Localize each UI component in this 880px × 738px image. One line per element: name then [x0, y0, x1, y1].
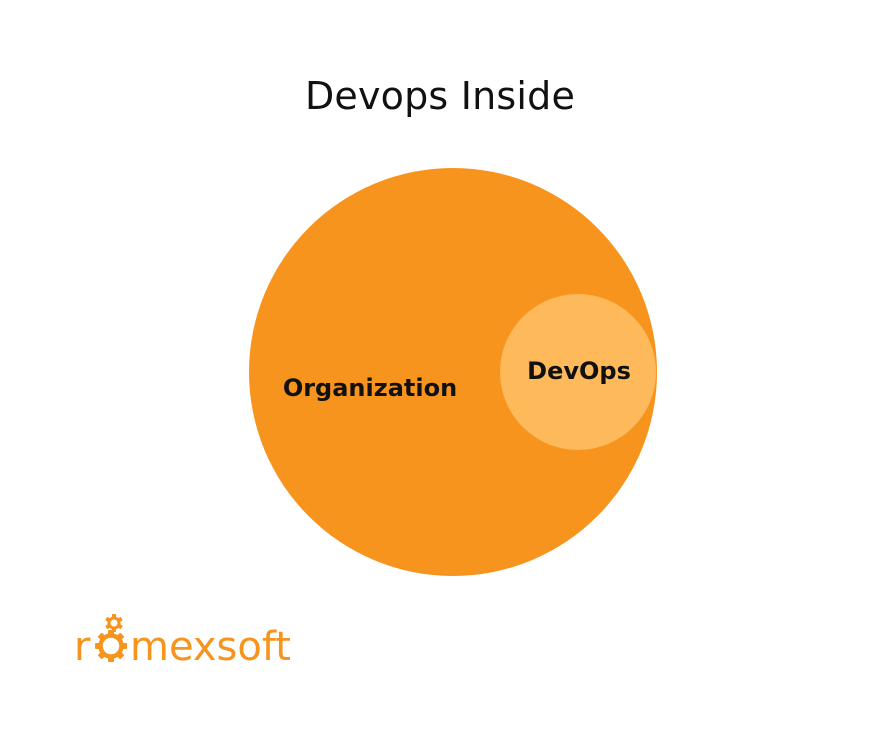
- organization-label: Organization: [283, 374, 457, 402]
- small-gear-icon: [105, 614, 123, 632]
- devops-label: DevOps: [527, 357, 631, 385]
- logo-letter-r: r: [74, 624, 91, 670]
- romexsoft-logo: r mexsoft: [74, 614, 291, 670]
- gear-icon: [95, 630, 127, 662]
- page-title: Devops Inside: [304, 74, 576, 118]
- devops-circle: [500, 294, 656, 450]
- organization-circle: [249, 168, 657, 576]
- logo-wordmark-rest: mexsoft: [130, 624, 291, 670]
